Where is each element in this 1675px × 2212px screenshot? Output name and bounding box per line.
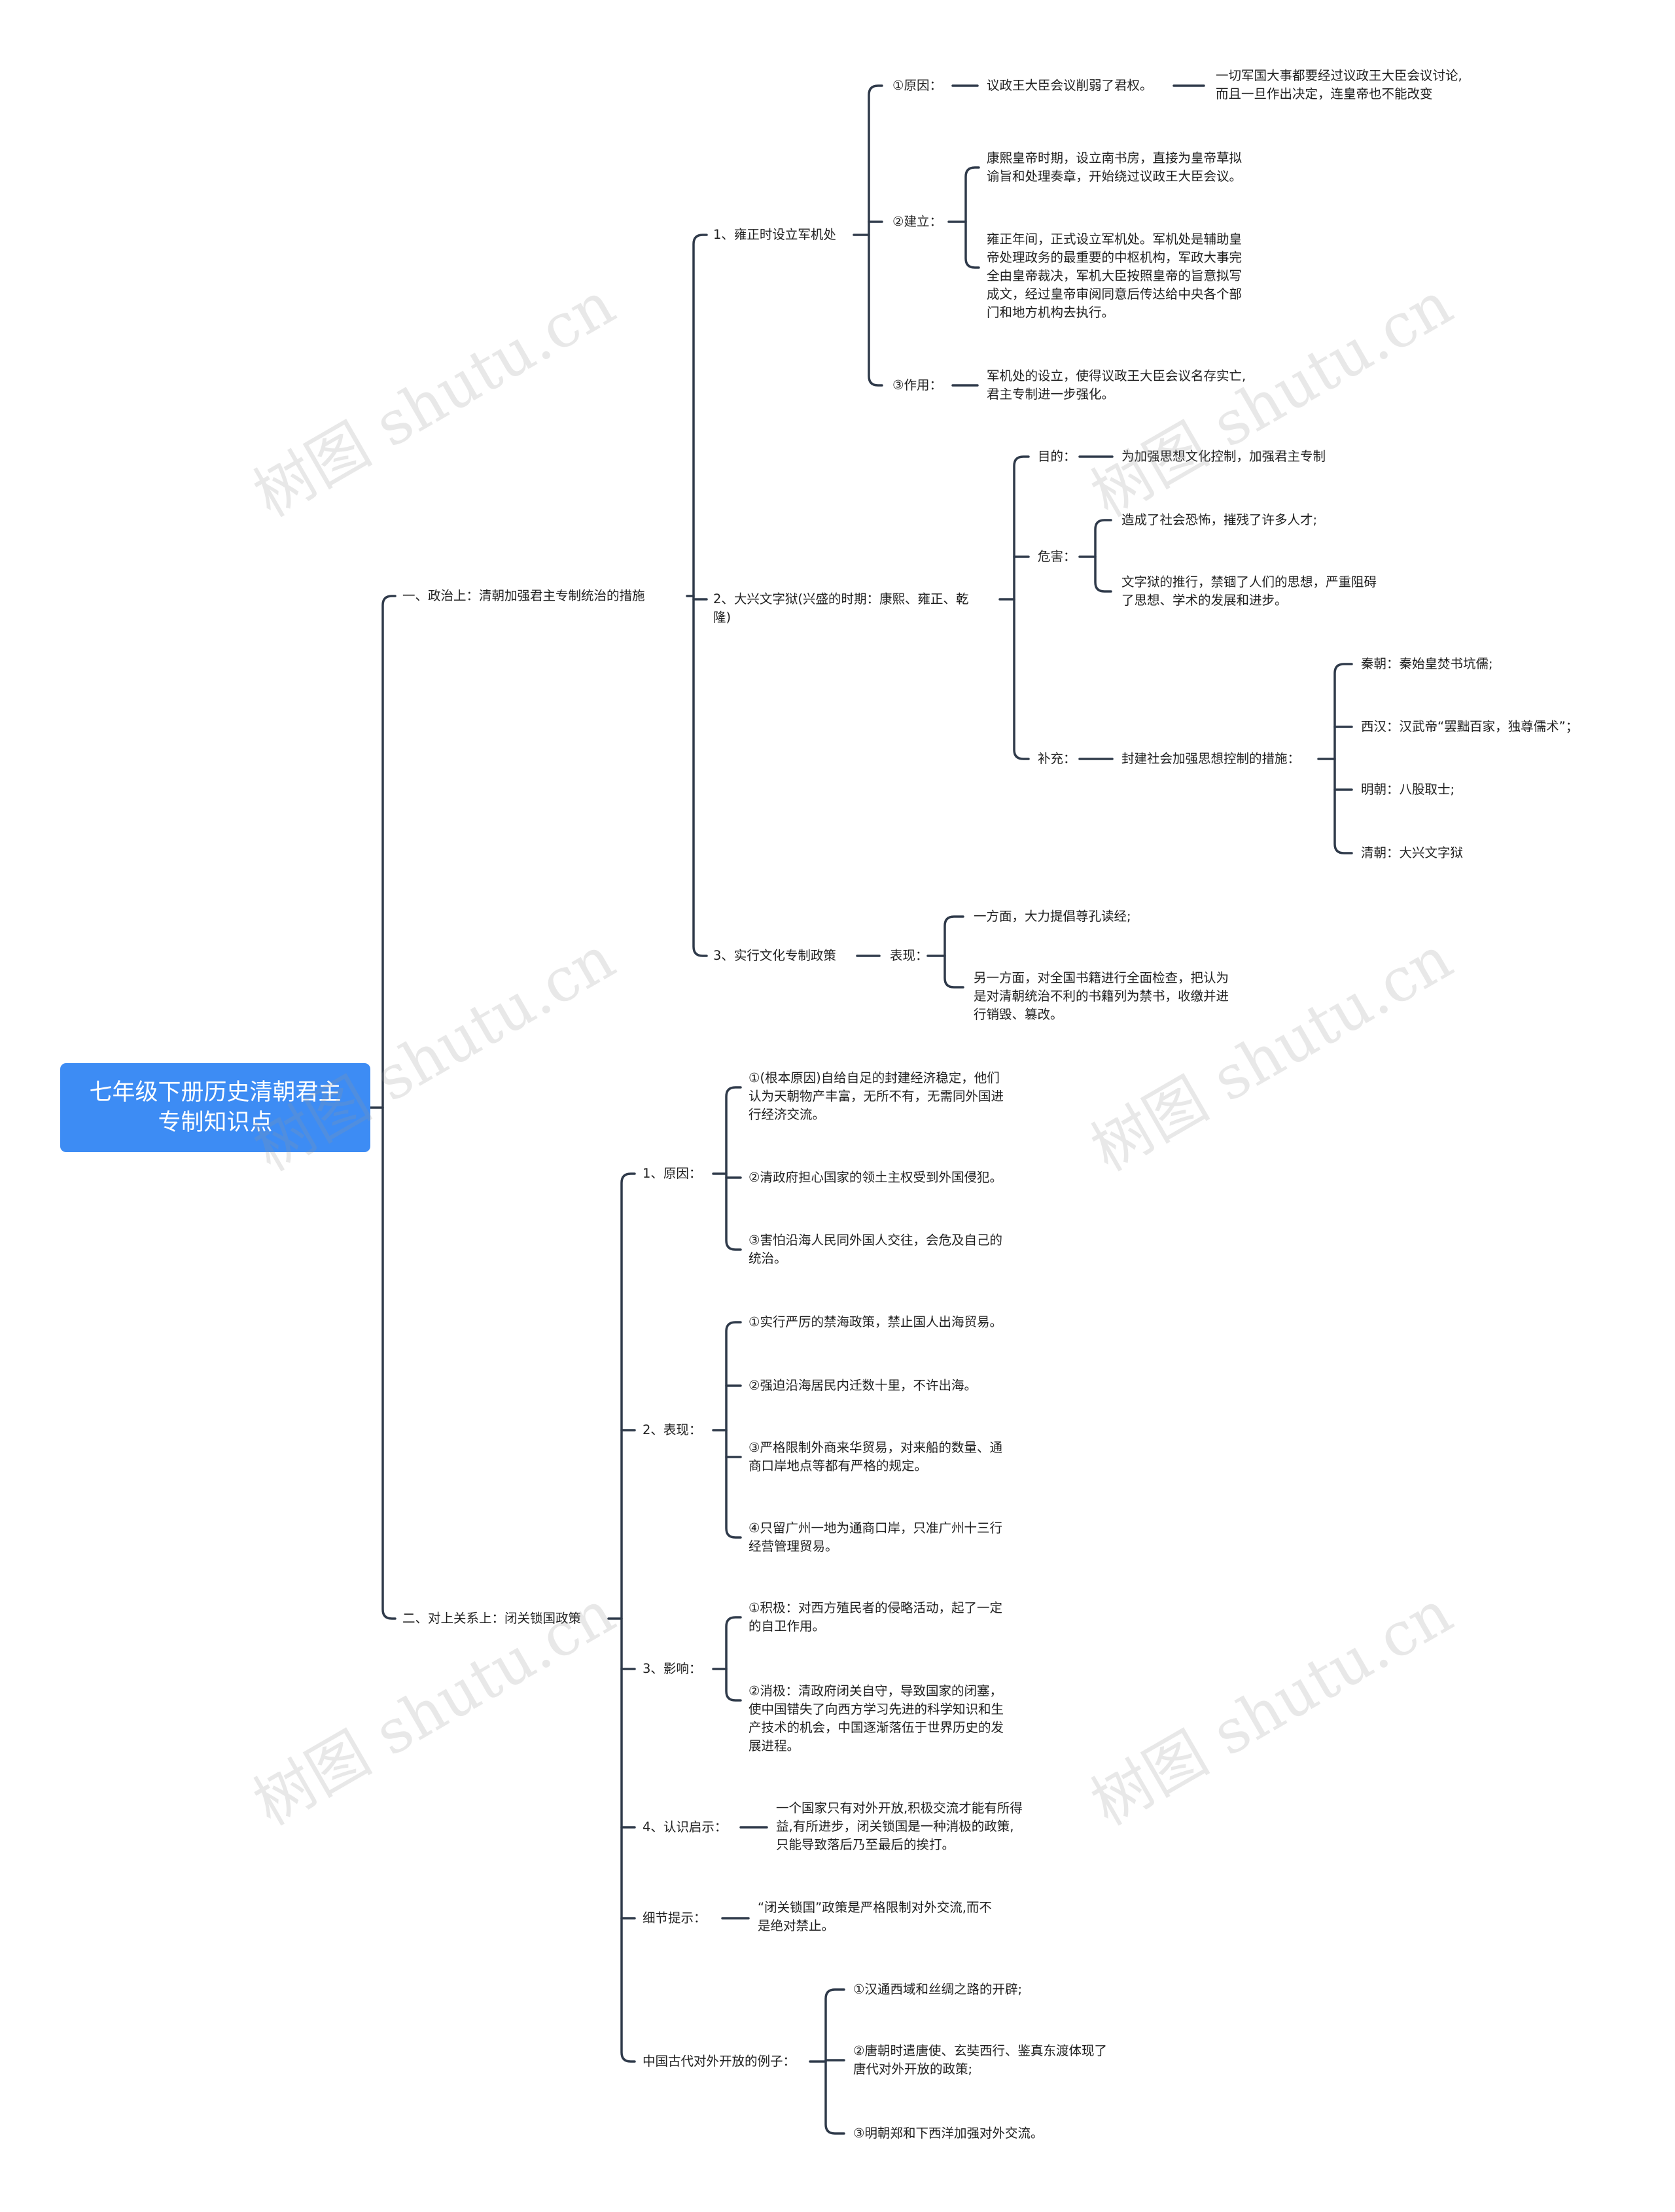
label-examples[interactable]: 中国古代对外开放的例子： — [643, 2054, 796, 2069]
measure-ming[interactable]: 明朝：八股取士; — [1361, 782, 1455, 797]
show-1[interactable]: ①实行严厉的禁海政策，禁止国人出海贸易。 — [749, 1314, 1002, 1329]
text-reason[interactable]: 议政王大臣会议削弱了君权。 — [987, 78, 1153, 93]
examples-bracket-spine — [824, 1988, 845, 2135]
label-purpose[interactable]: 目的： — [1038, 449, 1076, 464]
impact-bracket-spine — [725, 1616, 742, 1702]
show-2[interactable]: ②强迫沿海居民内迁数十里，不许出海。 — [749, 1378, 977, 1393]
reason-2[interactable]: ②清政府担心国家的领土主权受到外国侵犯。 — [749, 1170, 1002, 1185]
text-harm-1[interactable]: 造成了社会恐怖，摧残了许多人才; — [1121, 512, 1318, 527]
harm-bracket-spine — [1094, 519, 1112, 593]
reason-1[interactable]: ①(根本原因)自给自足的封建经济稳定，他们 认为天朝物产丰富，无所不有，无需同外… — [749, 1070, 1004, 1122]
measure-qing[interactable]: 清朝：大兴文字狱 — [1361, 845, 1464, 860]
text-insight[interactable]: 一个国家只有对外开放,积极交流才能有所得 益,有所进步，闭关锁国是一种消极的政策… — [776, 1800, 1023, 1852]
label-detail[interactable]: 细节提示： — [643, 1910, 707, 1925]
text-harm-2[interactable]: 文字狱的推行，禁锢了人们的思想，严重阻碍 了思想、学术的发展和进步。 — [1121, 574, 1377, 608]
root-bracket-spine — [381, 595, 397, 1620]
measure-xihan[interactable]: 西汉：汉武帝“罢黜百家，独尊儒术”； — [1361, 719, 1579, 734]
label-harm[interactable]: 危害： — [1038, 549, 1076, 564]
label-supplement[interactable]: 补充： — [1038, 751, 1076, 766]
branch-foreign[interactable]: 二、对上关系上：闭关锁国政策 — [402, 1611, 582, 1626]
label-show[interactable]: 表现： — [890, 948, 928, 963]
impact-1[interactable]: ①积极：对西方殖民者的侵略活动，起了一定 的自卫作用。 — [749, 1600, 1002, 1634]
label-reason[interactable]: ①原因： — [892, 78, 942, 93]
text-establish-2[interactable]: 雍正年间，正式设立军机处。军机处是辅助皇 帝处理政务的最重要的中枢机构，军政大事… — [987, 232, 1243, 320]
topic-junjichu[interactable]: 1、雍正时设立军机处 — [713, 227, 836, 242]
example-1[interactable]: ①汉通西域和丝绸之路的开辟; — [853, 1982, 1023, 1997]
show-4[interactable]: ④只留广州一地为通商口岸，只准广州十三行 经营管理贸易。 — [749, 1520, 1002, 1554]
show-bracket-spine — [943, 915, 964, 989]
label-shows[interactable]: 2、表现： — [643, 1422, 702, 1437]
label-reasons[interactable]: 1、原因： — [643, 1166, 702, 1181]
reason-3[interactable]: ③害怕沿海人民同外国人交往，会危及自己的 统治。 — [749, 1233, 1002, 1266]
foreign-bracket-spine — [620, 1172, 636, 2063]
shows-bracket-spine — [725, 1321, 742, 1539]
text-detail[interactable]: “闭关锁国”政策是严格限制对外交流,而不 是绝对禁止。 — [758, 1900, 992, 1933]
root-topic[interactable]: 七年级下册历史清朝君主 专制知识点 — [60, 1063, 370, 1152]
text-show-1[interactable]: 一方面，大力提倡尊孔读经; — [974, 909, 1131, 924]
establish-bracket-spine — [964, 166, 980, 269]
label-impact[interactable]: 3、影响： — [643, 1661, 702, 1676]
label-effect[interactable]: ③作用： — [892, 377, 942, 393]
reasons-bracket-spine — [725, 1086, 742, 1251]
branch-politics[interactable]: 一、政治上：清朝加强君主专制统治的措施 — [402, 588, 645, 603]
politics-bracket-spine — [692, 234, 708, 957]
topic-wenziyu[interactable]: 2、大兴文字狱(兴盛的时期：康熙、雍正、乾 隆) — [713, 591, 969, 625]
example-3[interactable]: ③明朝郑和下西洋加强对外交流。 — [853, 2126, 1044, 2141]
junjichu-bracket-spine — [868, 84, 883, 387]
example-2[interactable]: ②唐朝时遣唐使、玄奘西行、鉴真东渡体现了 唐代对外开放的政策; — [853, 2043, 1107, 2077]
impact-2[interactable]: ②消极：清政府闭关自守，导致国家的闭塞， 使中国错失了向西方学习先进的科学知识和… — [749, 1683, 1004, 1753]
text-establish-1[interactable]: 康熙皇帝时期，设立南书房，直接为皇帝草拟 谕旨和处理奏章，开始绕过议政王大臣会议… — [987, 150, 1243, 184]
show-3[interactable]: ③严格限制外商来华贸易，对来船的数量、通 商口岸地点等都有严格的规定。 — [749, 1440, 1002, 1473]
text-effect[interactable]: 军机处的设立，使得议政王大臣会议名存实亡, 君主专制进一步强化。 — [987, 368, 1246, 402]
text-purpose[interactable]: 为加强思想文化控制，加强君主专制 — [1121, 449, 1326, 464]
wenziyu-bracket-spine — [1013, 455, 1030, 760]
label-insight[interactable]: 4、认识启示： — [643, 1819, 728, 1835]
measure-qin[interactable]: 秦朝：秦始皇焚书坑儒; — [1361, 656, 1493, 671]
measures-bracket-spine — [1333, 663, 1353, 854]
text-show-2[interactable]: 另一方面，对全国书籍进行全面检查，把认为 是对清朝统治不利的书籍列为禁书，收缴并… — [974, 970, 1229, 1022]
text-supplement[interactable]: 封建社会加强思想控制的措施： — [1121, 751, 1301, 766]
label-establish[interactable]: ②建立： — [892, 214, 942, 229]
text-reason-detail[interactable]: 一切军国大事都要经过议政王大臣会议讨论, 而且一旦作出决定，连皇帝也不能改变 — [1216, 68, 1462, 101]
topic-culture[interactable]: 3、实行文化专制政策 — [713, 948, 836, 963]
